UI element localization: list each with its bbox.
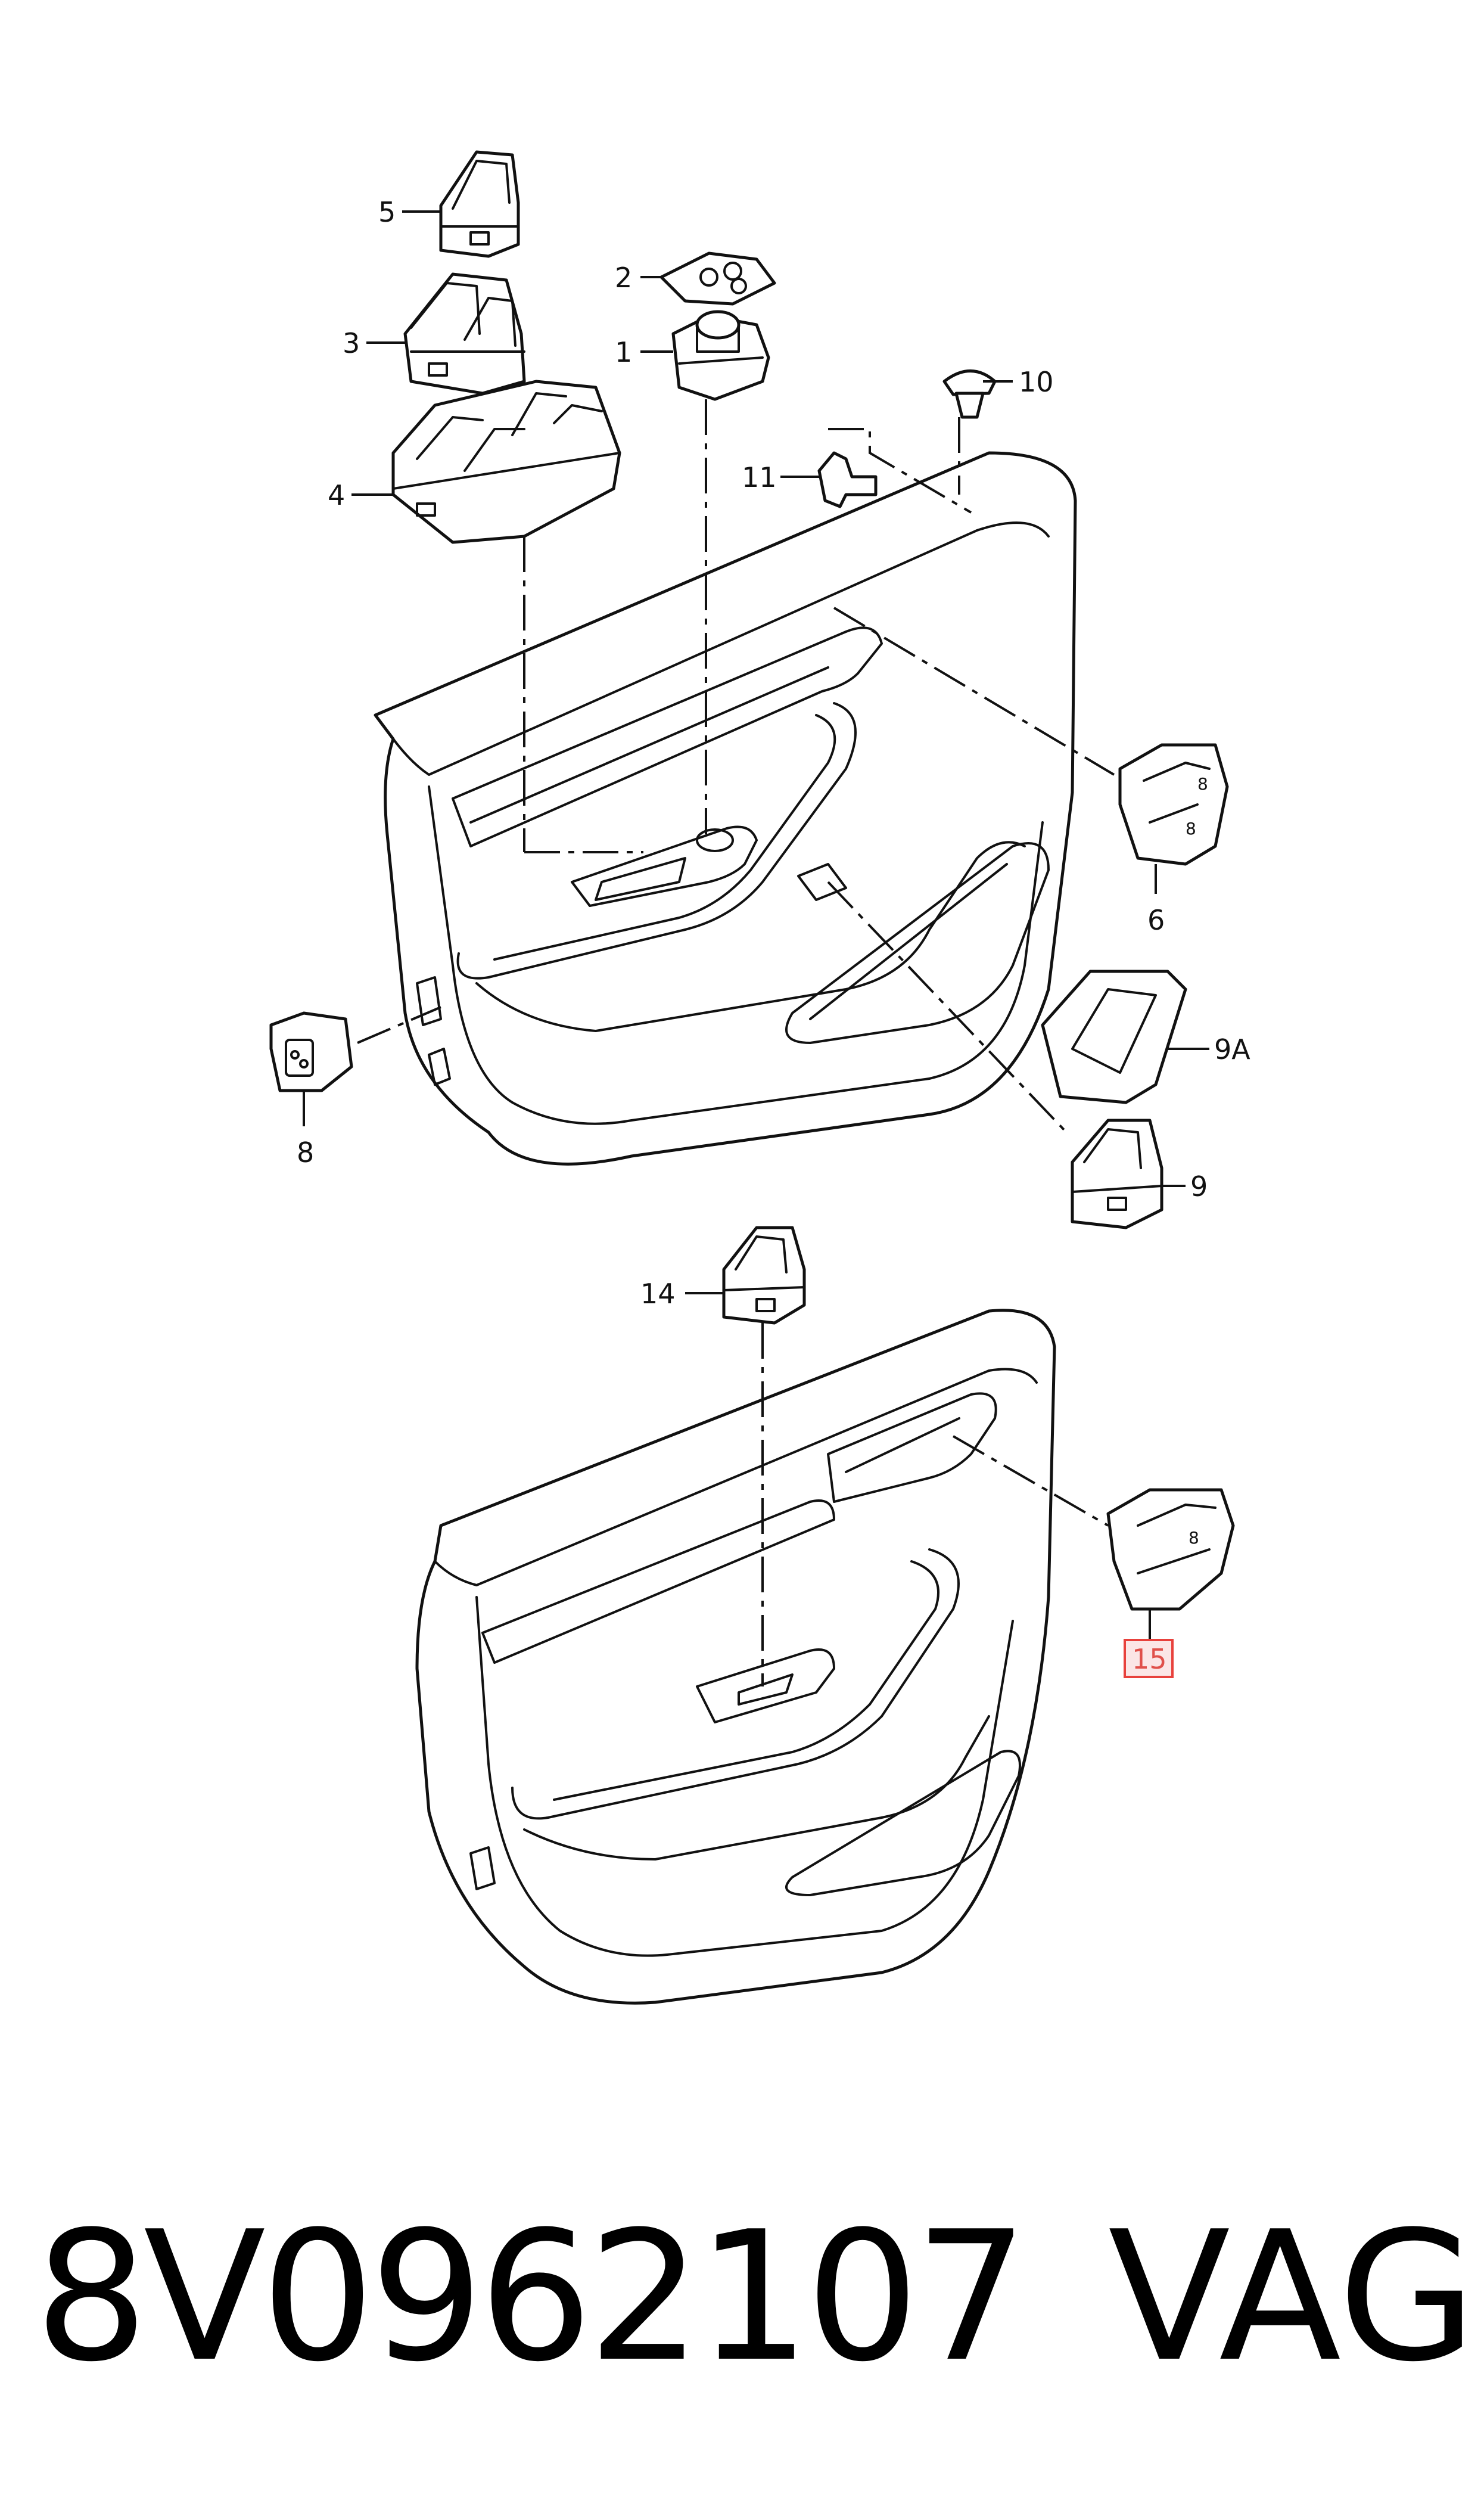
callout-3: 3 xyxy=(343,327,360,359)
svg-text:8: 8 xyxy=(1186,819,1196,838)
part-9-passenger-window-switch xyxy=(1071,1119,1163,1229)
part-11-bracket xyxy=(817,451,878,508)
part-number: 8V0962107 xyxy=(35,2193,1028,2401)
part-8-side-switch xyxy=(269,1011,353,1092)
callout-10: 10 xyxy=(1019,366,1054,398)
callout-1: 1 xyxy=(615,336,632,368)
part-2-mirror-switch-gasket xyxy=(659,251,776,306)
part-3-double-window-switch xyxy=(403,272,526,395)
callout-9a: 9A xyxy=(1214,1033,1250,1066)
svg-text:8: 8 xyxy=(1189,1528,1199,1548)
callout-15: 15 xyxy=(1132,1643,1167,1675)
leader-lines xyxy=(303,210,1209,1639)
callout-15-highlight: 15 xyxy=(1124,1639,1174,1678)
callout-5: 5 xyxy=(378,196,396,228)
callout-4: 4 xyxy=(328,479,345,511)
part-10-trim-clip xyxy=(942,369,997,419)
part-4-driver-window-switch-block xyxy=(391,380,621,544)
assembly-lines xyxy=(357,399,1115,1686)
part-14-rear-window-switch xyxy=(722,1226,806,1325)
part-5-single-window-switch xyxy=(439,150,520,258)
part-9a-switch-frame xyxy=(1041,970,1187,1104)
rear-door-trim-panel xyxy=(415,1309,1056,2005)
callout-14: 14 xyxy=(640,1278,676,1310)
callout-2: 2 xyxy=(615,262,632,294)
callout-11: 11 xyxy=(742,461,777,493)
part-6-door-lock-switch: 8 8 xyxy=(1118,743,1229,866)
callout-9: 9 xyxy=(1190,1170,1208,1203)
callout-8: 8 xyxy=(297,1136,314,1169)
part-15-rear-door-lock-switch: 8 xyxy=(1106,1488,1235,1611)
front-door-trim-panel xyxy=(374,451,1077,1166)
part-1-mirror-adjust-switch xyxy=(671,310,770,401)
callout-6: 6 xyxy=(1147,904,1165,936)
svg-text:8: 8 xyxy=(1197,774,1208,794)
brand-label: VAG xyxy=(1108,2193,1477,2401)
